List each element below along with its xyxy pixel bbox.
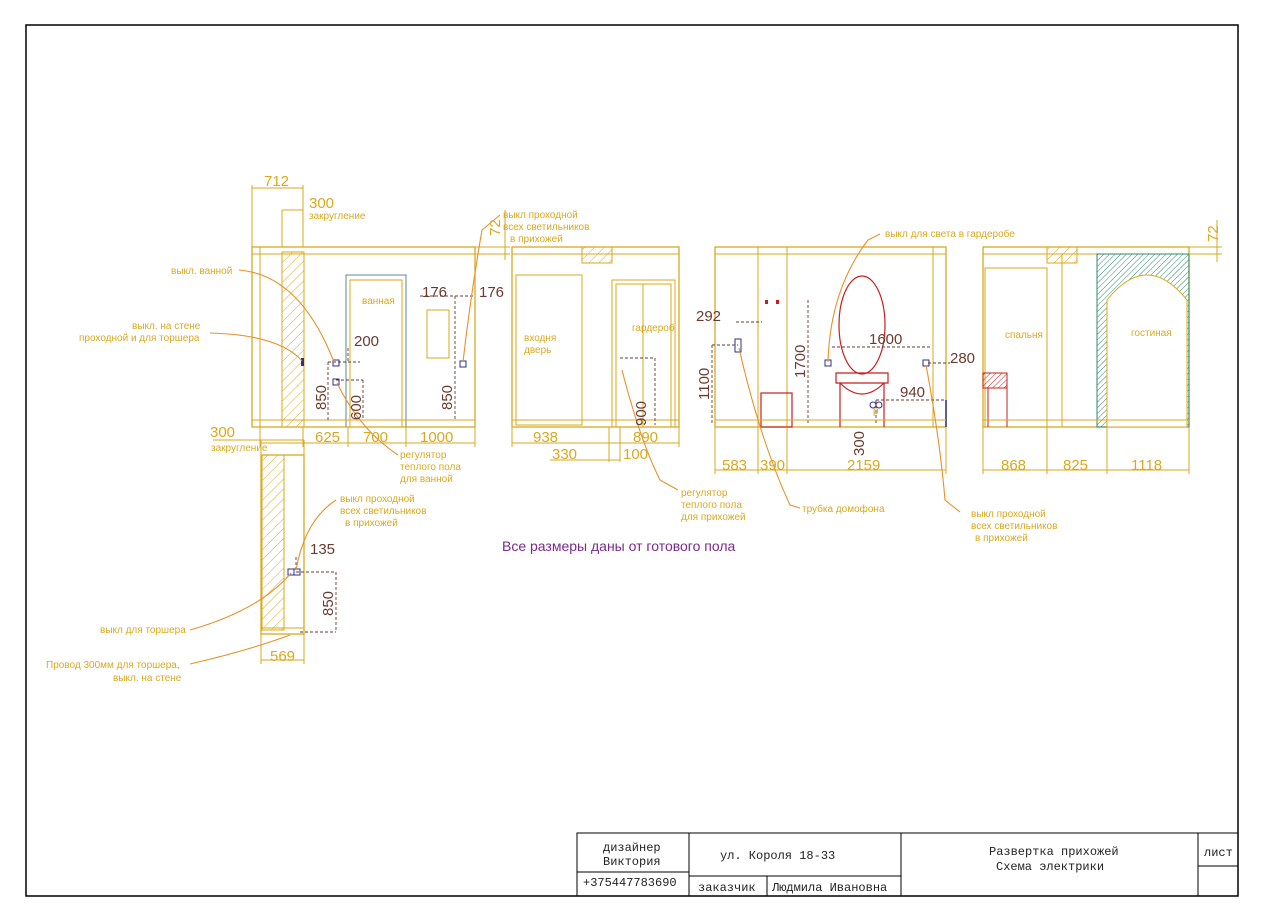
svg-text:выкл проходной: выкл проходной bbox=[971, 509, 1046, 520]
switch-bathroom bbox=[332, 359, 340, 367]
svg-text:регулятор: регулятор bbox=[681, 488, 728, 499]
label-bathroom: ванная bbox=[362, 296, 395, 307]
svg-text:всех светильников: всех светильников bbox=[503, 222, 589, 233]
bedroom-chair bbox=[982, 372, 1008, 389]
designer-line-2: Виктория bbox=[603, 855, 661, 869]
svg-text:теплого пола: теплого пола bbox=[400, 462, 461, 473]
designer-line-1: дизайнер bbox=[603, 841, 661, 855]
svg-text:176: 176 bbox=[479, 284, 504, 301]
title-block: дизайнер Виктория +375447783690 ул. Коро… bbox=[576, 832, 1239, 897]
svg-text:940: 940 bbox=[900, 384, 925, 401]
svg-text:всех светильников: всех светильников bbox=[971, 521, 1057, 532]
drawing-title-2: Схема электрики bbox=[996, 860, 1104, 874]
wall-rounding-hatch bbox=[281, 251, 305, 428]
mirror bbox=[838, 275, 886, 375]
svg-text:300: 300 bbox=[851, 431, 868, 456]
svg-text:135: 135 bbox=[310, 541, 335, 558]
svg-text:2159: 2159 bbox=[847, 457, 880, 474]
svg-text:569: 569 bbox=[270, 648, 295, 665]
svg-text:176: 176 bbox=[422, 284, 447, 301]
svg-text:292: 292 bbox=[696, 308, 721, 325]
svg-text:1000: 1000 bbox=[420, 429, 453, 446]
svg-text:850: 850 bbox=[320, 591, 337, 616]
svg-text:1100: 1100 bbox=[696, 368, 713, 400]
label-entrance-1: входня bbox=[524, 333, 556, 344]
switch-torsher bbox=[287, 568, 295, 576]
svg-text:280: 280 bbox=[950, 350, 975, 367]
floor-heat-regulator-bathroom bbox=[332, 378, 340, 386]
entrance-door bbox=[515, 274, 583, 426]
svg-text:проходной и для торшера: проходной и для торшера bbox=[79, 333, 200, 344]
svg-text:закругление: закругление bbox=[309, 211, 366, 222]
sheet-label: лист bbox=[1204, 846, 1233, 860]
svg-text:1118: 1118 bbox=[1131, 457, 1162, 474]
svg-text:выкл проходной: выкл проходной bbox=[503, 210, 578, 221]
svg-text:100: 100 bbox=[623, 446, 648, 463]
svg-text:850: 850 bbox=[313, 385, 330, 410]
svg-text:625: 625 bbox=[315, 429, 340, 446]
svg-text:выкл. на стене: выкл. на стене bbox=[113, 673, 182, 684]
svg-text:712: 712 bbox=[264, 173, 289, 190]
svg-text:теплого пола: теплого пола bbox=[681, 500, 742, 511]
label-living-room: гостиная bbox=[1131, 328, 1172, 339]
switch-wall-torsher bbox=[301, 358, 304, 366]
svg-text:1600: 1600 bbox=[869, 331, 902, 348]
svg-text:72: 72 bbox=[1205, 225, 1222, 242]
console-table bbox=[835, 372, 889, 427]
elevation-bedroom-living-wall: спальня гостиная bbox=[982, 220, 1222, 474]
svg-text:закругление: закругление bbox=[211, 443, 268, 454]
elevation-mirror-wall: р bbox=[711, 246, 950, 474]
svg-text:выкл для торшера: выкл для торшера bbox=[100, 625, 186, 636]
svg-text:в прихожей: в прихожей bbox=[510, 234, 563, 245]
svg-text:825: 825 bbox=[1063, 457, 1088, 474]
living-arch bbox=[1106, 274, 1188, 428]
svg-text:в прихожей: в прихожей bbox=[975, 533, 1028, 544]
svg-text:300: 300 bbox=[210, 424, 235, 441]
svg-text:938: 938 bbox=[533, 429, 558, 446]
dimension-texts: 712 300 закругление 72 72 200 176 176 85… bbox=[210, 173, 1222, 665]
main-note: Все размеры даны от готового пола bbox=[502, 538, 736, 554]
shoe-cabinet bbox=[760, 392, 793, 428]
label-bedroom: спальня bbox=[1005, 330, 1043, 341]
svg-text:регулятор: регулятор bbox=[400, 450, 447, 461]
svg-text:390: 390 bbox=[760, 457, 785, 474]
label-entrance-2: дверь bbox=[524, 345, 551, 356]
svg-text:для прихожей: для прихожей bbox=[681, 512, 746, 523]
leader-lines bbox=[189, 214, 961, 665]
svg-text:выкл проходной: выкл проходной bbox=[340, 494, 415, 505]
svg-text:выкл. на стене: выкл. на стене bbox=[132, 321, 201, 332]
client-label: заказчик bbox=[698, 881, 756, 895]
designer-phone: +375447783690 bbox=[583, 876, 677, 890]
svg-text:890: 890 bbox=[633, 429, 658, 446]
svg-text:в прихожей: в прихожей bbox=[345, 518, 398, 529]
svg-text:1700: 1700 bbox=[792, 345, 809, 378]
svg-text:72: 72 bbox=[487, 219, 504, 236]
svg-text:330: 330 bbox=[552, 446, 577, 463]
drawing-title-1: Развертка прихожей bbox=[989, 845, 1119, 859]
svg-text:700: 700 bbox=[363, 429, 388, 446]
label-wardrobe: гардероб bbox=[632, 322, 675, 334]
svg-text:600: 600 bbox=[348, 395, 365, 420]
address: ул. Короля 18-33 bbox=[720, 849, 835, 863]
svg-text:Провод 300мм для торшера,: Провод 300мм для торшера, bbox=[46, 660, 180, 671]
svg-text:300: 300 bbox=[309, 195, 334, 212]
svg-text:для ванной: для ванной bbox=[400, 474, 453, 485]
elevation-bathroom-wall: ванная bbox=[251, 185, 510, 447]
annotation-notes: выкл. ванной выкл. на стене проходной и … bbox=[46, 210, 1057, 684]
svg-text:868: 868 bbox=[1001, 457, 1026, 474]
svg-text:200: 200 bbox=[354, 333, 379, 350]
intercom-handset bbox=[734, 338, 742, 353]
svg-text:трубка домофона: трубка домофона bbox=[802, 503, 885, 515]
client-name: Людмила Ивановна bbox=[771, 881, 887, 895]
svg-text:выкл для света в гардеробе: выкл для света в гардеробе bbox=[885, 228, 1015, 240]
svg-text:900: 900 bbox=[633, 401, 650, 426]
svg-text:выкл. ванной: выкл. ванной bbox=[171, 266, 232, 277]
hatch-5 bbox=[261, 454, 285, 631]
svg-text:583: 583 bbox=[722, 457, 747, 474]
hatch-2 bbox=[581, 246, 613, 264]
elevation-entrance-door-wall: входня дверь гардероб bbox=[511, 246, 680, 462]
svg-text:всех светильников: всех светильников bbox=[340, 506, 426, 517]
svg-text:850: 850 bbox=[439, 385, 456, 410]
